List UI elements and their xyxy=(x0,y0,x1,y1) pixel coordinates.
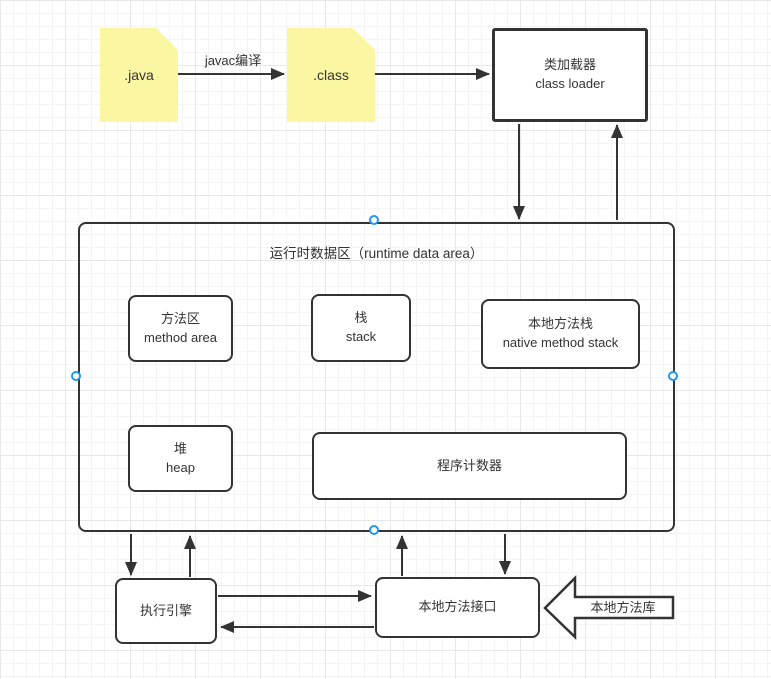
native-method-interface-box[interactable]: 本地方法接口 xyxy=(375,577,540,638)
stack-label-zh: 栈 xyxy=(354,310,368,326)
heap-box[interactable]: 堆 heap xyxy=(128,425,233,492)
class-file-note[interactable]: .class xyxy=(287,28,375,122)
class-loader-box[interactable]: 类加载器 class loader xyxy=(492,28,648,122)
class-loader-label-en: class loader xyxy=(535,76,605,91)
native-method-stack-box[interactable]: 本地方法栈 native method stack xyxy=(481,299,640,369)
method-area-label-zh: 方法区 xyxy=(160,310,200,326)
connection-point-top[interactable] xyxy=(369,215,379,225)
heap-label-zh: 堆 xyxy=(173,440,187,456)
program-counter-box[interactable]: 程序计数器 xyxy=(312,432,627,500)
stack-box[interactable]: 栈 stack xyxy=(311,294,411,362)
method-area-box[interactable]: 方法区 method area xyxy=(128,295,233,362)
class-loader-label-zh: 类加载器 xyxy=(543,57,596,73)
heap-label-en: heap xyxy=(166,459,195,475)
native-method-stack-label-zh: 本地方法栈 xyxy=(527,316,593,332)
connection-point-left[interactable] xyxy=(71,371,81,381)
execution-engine-label: 执行引擎 xyxy=(139,602,192,618)
stack-label-en: stack xyxy=(345,329,377,344)
java-file-note[interactable]: .java xyxy=(100,28,178,122)
native-method-interface-label: 本地方法接口 xyxy=(418,599,497,615)
execution-engine-box[interactable]: 执行引擎 xyxy=(115,578,217,644)
class-file-label: .class xyxy=(313,67,349,83)
program-counter-label: 程序计数器 xyxy=(436,457,502,473)
runtime-data-area-title: 运行时数据区（runtime data area） xyxy=(269,246,484,262)
java-file-label: .java xyxy=(124,67,154,83)
native-method-library-label: 本地方法库 xyxy=(590,599,656,615)
connection-point-right[interactable] xyxy=(668,371,678,381)
method-area-label-en: method area xyxy=(144,329,217,345)
native-method-stack-label-en: native method stack xyxy=(502,335,619,350)
connection-point-bottom[interactable] xyxy=(369,525,379,535)
javac-compile-label: javac编译 xyxy=(204,52,262,68)
